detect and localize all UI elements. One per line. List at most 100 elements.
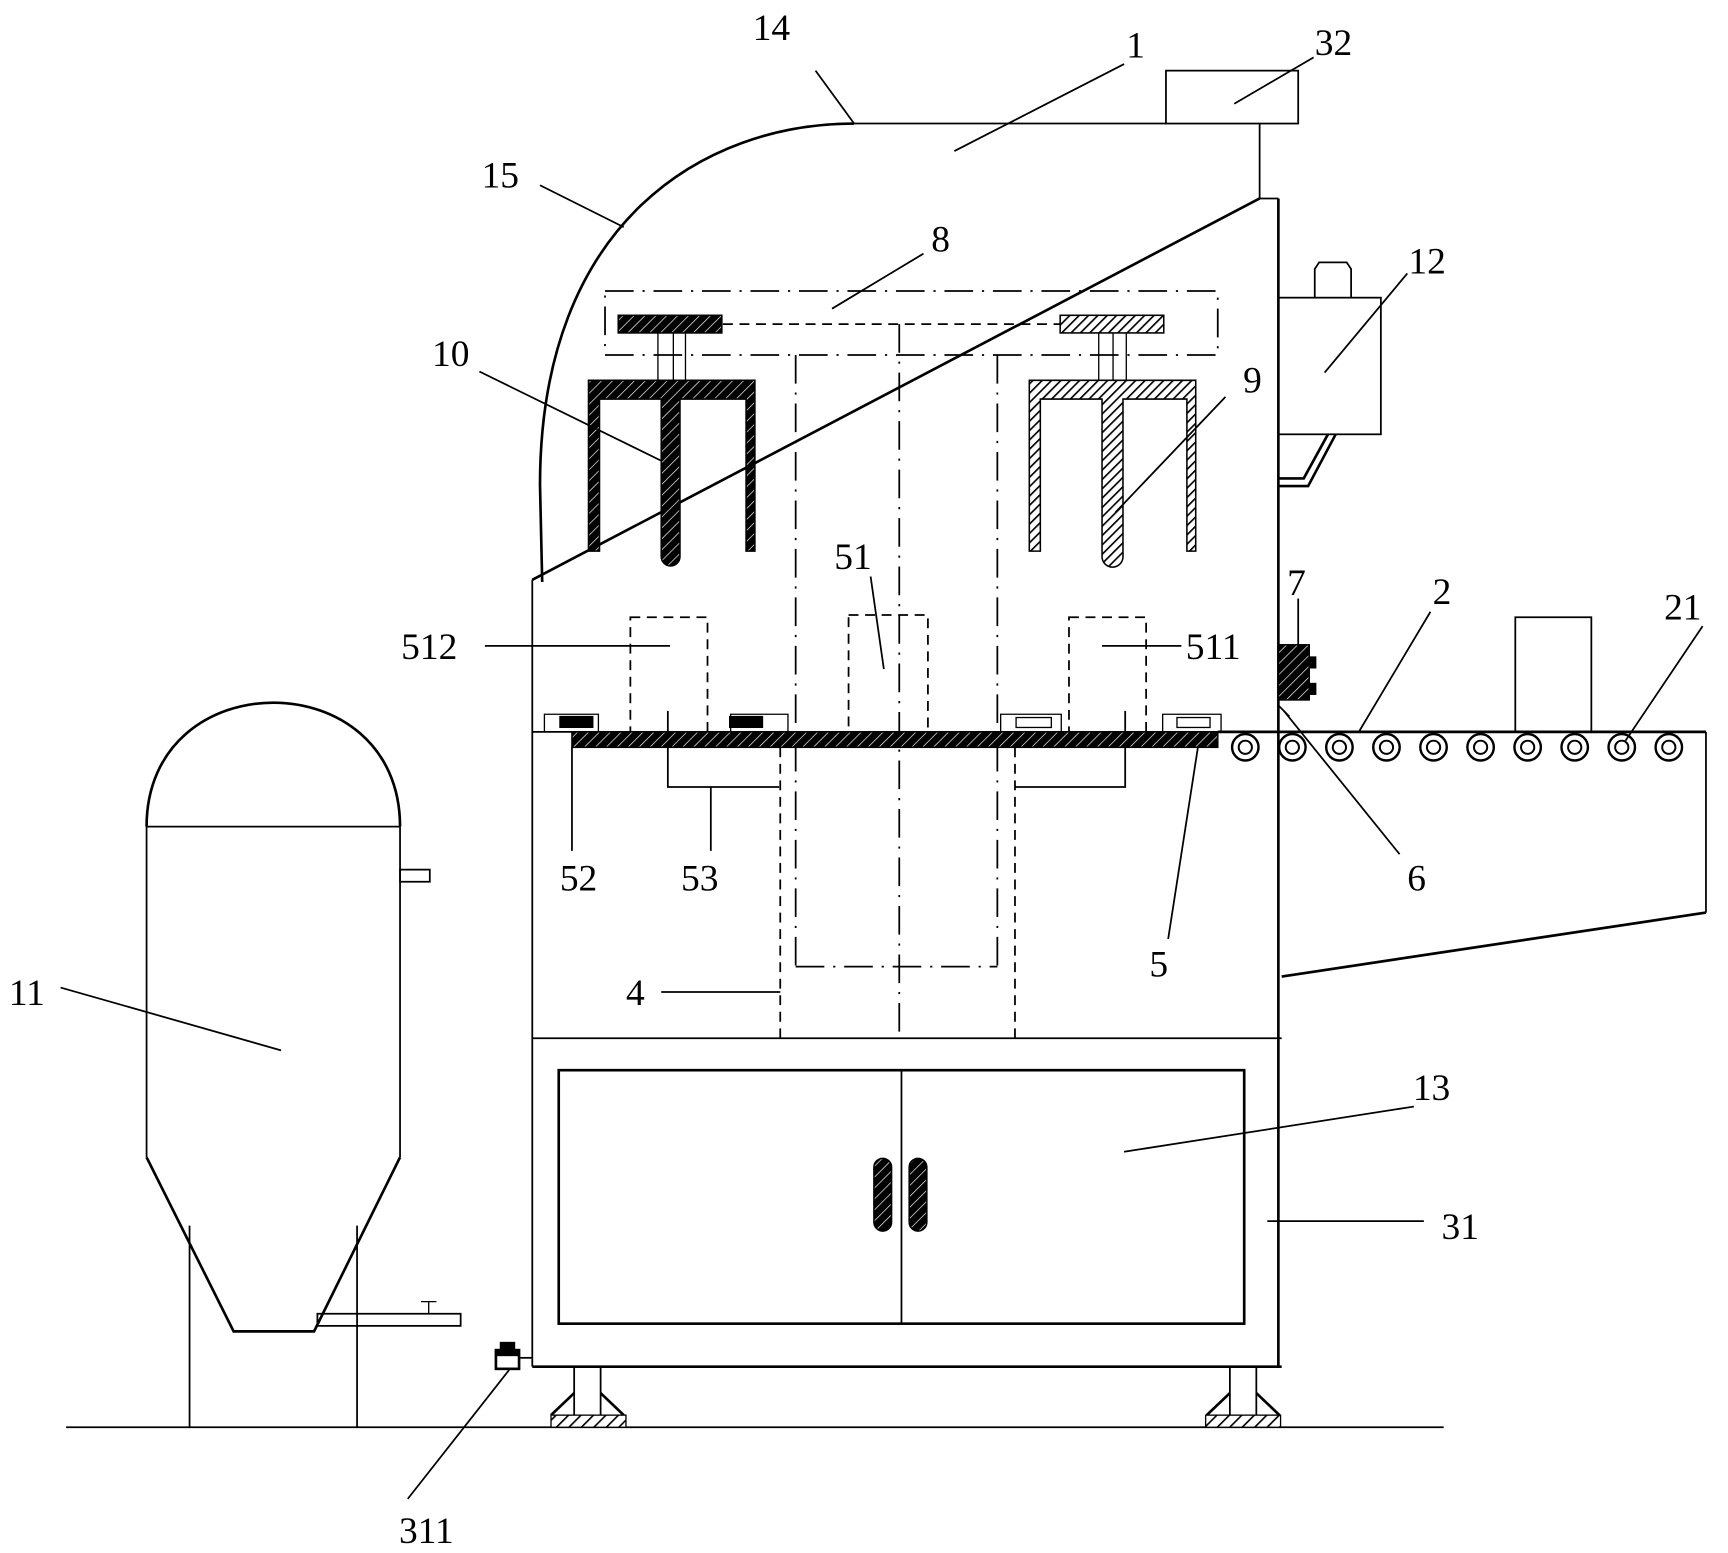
foot-pad [550, 1414, 627, 1428]
stirrer-left-pulley [617, 314, 723, 334]
cup-position-left [629, 616, 709, 733]
drain-valve-cap [495, 1349, 520, 1357]
label-10: 10 [432, 334, 469, 375]
label-15: 15 [482, 155, 519, 196]
roller [1277, 732, 1307, 762]
leader-311 [407, 1369, 510, 1500]
foot-brace [550, 1392, 625, 1417]
roller [1372, 732, 1401, 762]
label-512: 512 [401, 627, 457, 668]
sensor-pin [1308, 656, 1317, 669]
tank-outlet-valve[interactable] [420, 1300, 437, 1314]
transmission-box [604, 290, 1219, 356]
roller [1607, 732, 1637, 762]
tank-dome [145, 701, 402, 827]
storage-tank [145, 701, 462, 1428]
leader-9 [1114, 396, 1227, 514]
leader-10 [478, 370, 662, 462]
reference-labels: 14 1 32 15 8 12 10 9 51 7 2 21 512 511 5… [9, 8, 1702, 1552]
leader-lines [60, 56, 1704, 1500]
label-32: 32 [1315, 23, 1352, 64]
leader-51 [869, 576, 885, 670]
dispenser-body [1277, 296, 1382, 436]
label-9: 9 [1243, 360, 1262, 401]
clamp-left [559, 715, 594, 729]
roller [1324, 732, 1354, 762]
leader-8 [831, 252, 924, 310]
clamp-right-bracket [999, 713, 1062, 732]
conveyor-bottom [1281, 911, 1707, 978]
roller [1230, 732, 1260, 762]
roller [1654, 732, 1684, 762]
foot-brace [1205, 1392, 1281, 1417]
leader-6 [1283, 710, 1401, 855]
label-31: 31 [1441, 1207, 1478, 1248]
clamp-far [1176, 716, 1211, 729]
dispenser-cap [1313, 261, 1352, 298]
stirrer-right-frame [1028, 379, 1197, 568]
sensor-pin [1308, 682, 1317, 695]
dispenser [1277, 261, 1382, 488]
label-8: 8 [931, 219, 950, 260]
platform [532, 710, 1222, 788]
clamp-mid [729, 715, 764, 729]
platform-bar [571, 731, 1219, 749]
roller [1513, 732, 1543, 762]
foot-right [1204, 1366, 1282, 1428]
foot-left [550, 1366, 627, 1428]
door-handle-right[interactable] [908, 1157, 928, 1232]
stirrer-left-frame [587, 379, 756, 567]
stirrer-right [1028, 314, 1197, 568]
label-2: 2 [1433, 572, 1452, 613]
label-12: 12 [1408, 241, 1445, 282]
curved-hood [538, 122, 855, 583]
leader-12 [1323, 272, 1408, 374]
label-311: 311 [399, 1511, 454, 1552]
roller [1466, 732, 1496, 762]
tank-inlet [399, 868, 431, 883]
sensor [1277, 644, 1310, 701]
stirrer-left [587, 314, 756, 567]
slide-rail-right [1014, 747, 1127, 788]
label-4: 4 [626, 973, 645, 1014]
label-13: 13 [1413, 1068, 1450, 1109]
conveyor [1217, 616, 1707, 978]
label-1: 1 [1126, 25, 1145, 66]
cup-position-right [1068, 616, 1148, 733]
dispenser-spout [1278, 433, 1337, 488]
leader-11 [60, 986, 282, 1052]
drain-valve-knob [499, 1341, 516, 1350]
foot-pad [1204, 1414, 1282, 1428]
clamp-left-bracket [543, 713, 600, 732]
leader-5 [1167, 747, 1199, 940]
roller [1419, 732, 1448, 762]
clamp-far-bracket [1161, 713, 1222, 732]
label-11: 11 [9, 973, 45, 1014]
label-14: 14 [753, 8, 791, 49]
roller [1560, 732, 1590, 762]
leader-2 [1358, 611, 1432, 733]
roller-group [1230, 732, 1684, 762]
cup-holder [847, 614, 929, 733]
control-box [1165, 69, 1300, 125]
clamp-right [1015, 716, 1053, 729]
label-511: 511 [1186, 627, 1241, 668]
label-7: 7 [1287, 563, 1306, 604]
leader-13 [1123, 1105, 1415, 1153]
leader-15 [539, 184, 625, 228]
slide-rail-left [666, 747, 780, 788]
label-51: 51 [834, 537, 871, 578]
tank-outlet-pipe [316, 1312, 462, 1327]
leader-32 [1233, 56, 1315, 105]
stirrer-right-pulley [1059, 314, 1165, 334]
leader-21 [1624, 625, 1704, 742]
tank-cone [145, 1156, 402, 1333]
door-handle-left[interactable] [873, 1157, 893, 1232]
label-52: 52 [560, 859, 597, 900]
leader-14 [814, 70, 855, 125]
label-21: 21 [1664, 587, 1701, 628]
label-6: 6 [1407, 859, 1426, 900]
cup-on-conveyor [1514, 616, 1593, 733]
